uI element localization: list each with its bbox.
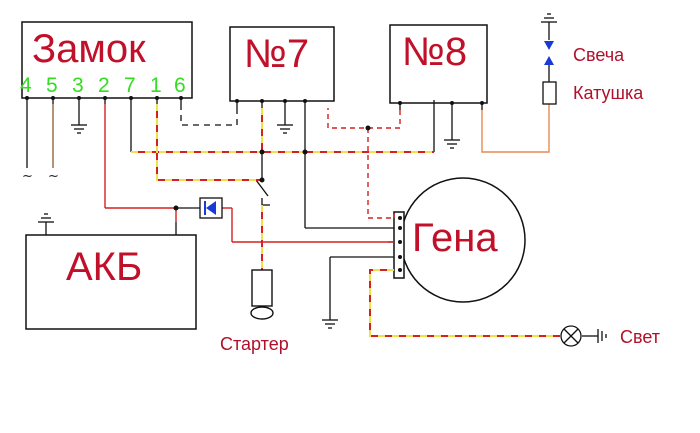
starter-label: Стартер xyxy=(220,334,289,354)
relay-8-label: №8 xyxy=(402,30,467,74)
junction-dots xyxy=(25,96,484,272)
ignition-pin-5: 5 xyxy=(46,74,58,97)
generator-label: Гена xyxy=(412,216,498,260)
relay-7-block: №7 xyxy=(229,26,335,102)
black-wires xyxy=(26,98,598,337)
ac-tilde-left: ~ xyxy=(22,169,33,184)
ignition-pin-4: 4 xyxy=(20,74,32,97)
ignition-pin-1: 1 xyxy=(150,74,162,97)
light-bulb-icon xyxy=(560,325,582,347)
generator-block: Гена xyxy=(393,177,526,303)
ignition-pin-2: 2 xyxy=(98,74,110,97)
battery-label: АКБ xyxy=(66,245,142,289)
ignition-pin-6: 6 xyxy=(174,74,186,97)
light-label: Свет xyxy=(620,327,660,347)
ignition-coil-label: Катушка xyxy=(573,83,644,103)
ignition-pin-7: 7 xyxy=(124,74,136,97)
battery-block: АКБ xyxy=(25,234,197,330)
relay-8-block: №8 xyxy=(389,24,488,104)
orange-wire xyxy=(481,104,550,153)
diode xyxy=(199,197,223,219)
spark-plug-label: Свеча xyxy=(573,45,625,65)
spark-plug xyxy=(544,22,554,82)
red-wires xyxy=(104,104,401,243)
ignition-switch-label: Замок xyxy=(32,27,146,71)
ac-tilde-right: ~ xyxy=(48,169,59,184)
ignition-pin-3: 3 xyxy=(72,74,84,97)
ground-symbols xyxy=(38,13,607,343)
black-dashed-wire xyxy=(180,104,238,126)
red-yellow-dashed-wires xyxy=(131,104,560,337)
ignition-switch-block: Замок 4 5 3 2 7 1 6 xyxy=(20,21,193,99)
ignition-coil xyxy=(542,81,557,105)
relay-7-label: №7 xyxy=(244,32,309,76)
starter-motor xyxy=(250,269,274,320)
